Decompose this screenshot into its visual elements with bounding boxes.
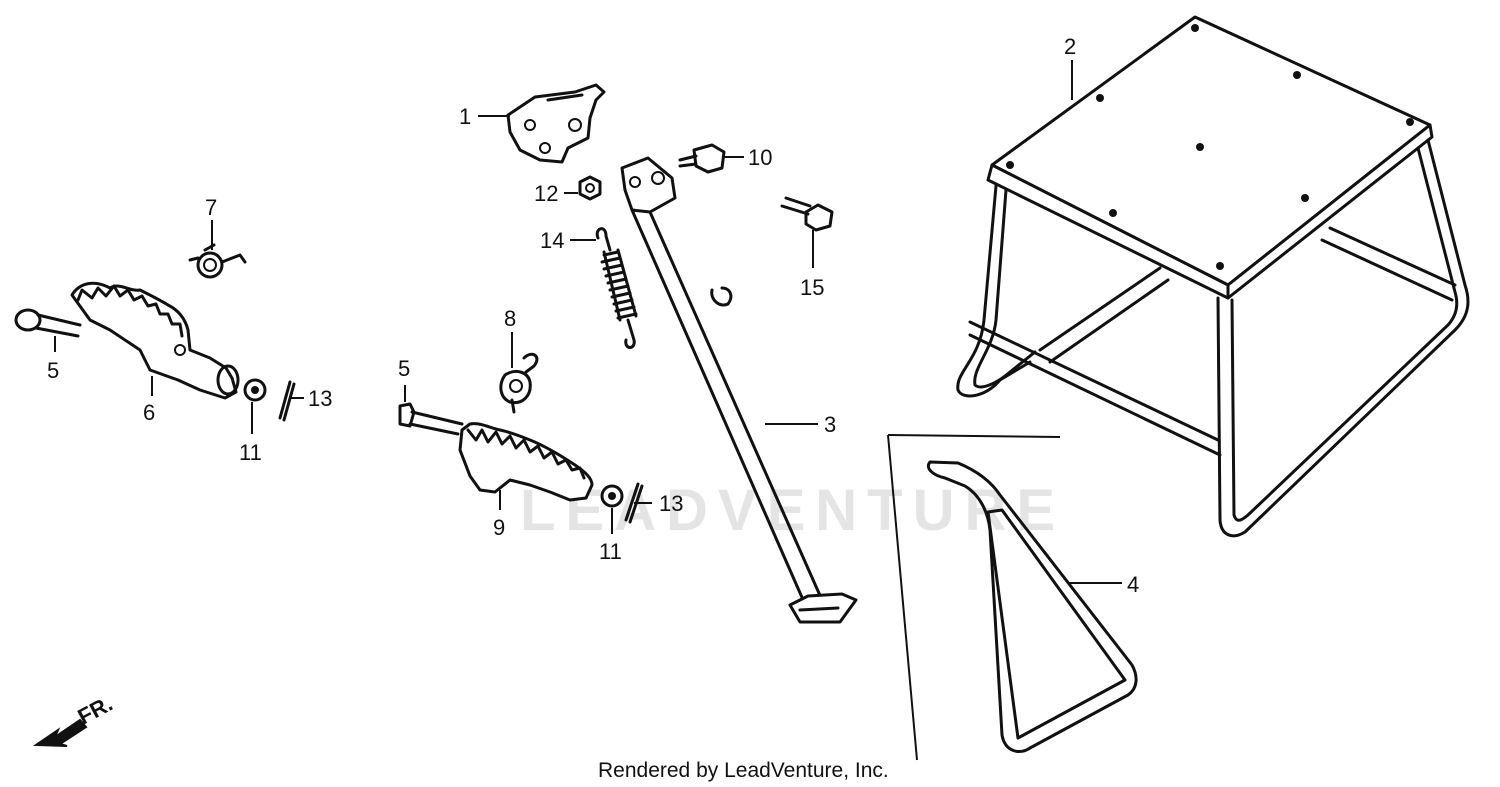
credit-text: Rendered by LeadVenture, Inc. [598,759,889,782]
leader-lines [54,60,1122,584]
washer-11-left-part [243,378,267,402]
callout-5-right: 5 [398,356,410,381]
stand-box-part [956,15,1470,538]
callout-11-right: 11 [599,539,622,564]
callout-8: 8 [504,306,516,331]
footpeg-6-part [70,281,240,400]
callout-11-left: 11 [239,440,262,465]
callout-15: 15 [800,275,824,300]
triangle-stand-part [887,434,1138,761]
spring-8-part [499,352,539,414]
spring-14-part [595,227,638,349]
pin-5-left-part [14,308,82,338]
front-direction-arrow [32,718,88,747]
callout-6: 6 [143,400,155,425]
callout-13-right: 13 [659,491,683,516]
callout-14: 14 [540,228,564,253]
callout-13-left: 13 [308,386,332,411]
callout-2: 2 [1064,34,1076,59]
callout-3: 3 [824,412,836,437]
washer-11-right-part [600,484,624,508]
pin-5-right-part [398,402,464,436]
callout-1: 1 [459,104,471,129]
callout-5-left: 5 [47,358,59,383]
side-stand-part [620,156,858,624]
bracket-part [506,83,606,164]
cotter-pin-13-left-part [278,380,296,422]
spring-7-part [188,243,247,279]
bolt-10-part [678,143,726,174]
callout-7: 7 [205,195,217,220]
callout-9: 9 [493,515,505,540]
callout-12: 12 [534,181,558,206]
footpeg-9-part [458,422,594,502]
nut-12-part [578,175,602,201]
bolt-15-part [780,196,834,232]
callout-4: 4 [1127,572,1139,597]
callout-10: 10 [748,145,772,170]
